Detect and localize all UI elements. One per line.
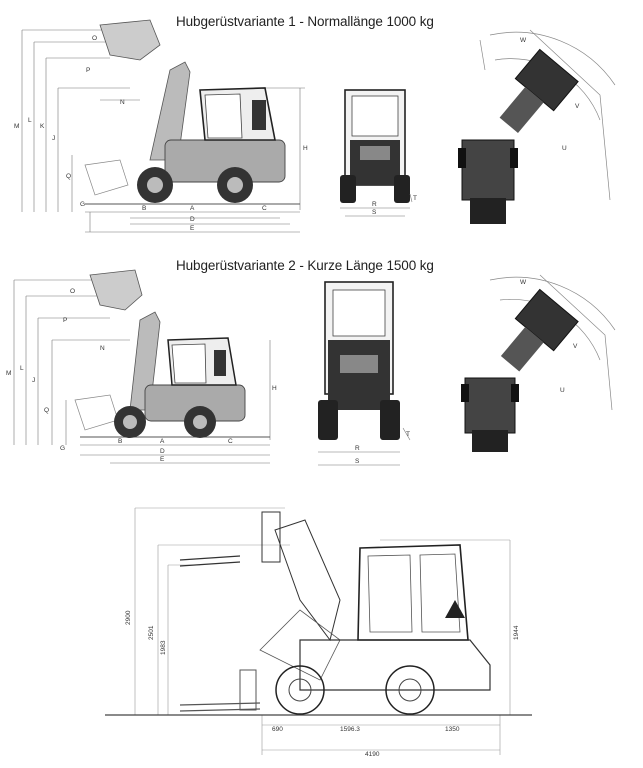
svg-text:R: R <box>372 201 377 208</box>
variant2-side-view: M L J Q P O N H G B A C D E <box>6 269 277 464</box>
svg-text:A: A <box>160 438 165 445</box>
bottom-height-dims: 2900 2501 1983 1944 <box>125 610 520 655</box>
svg-text:H: H <box>272 385 277 392</box>
svg-text:L: L <box>28 117 32 124</box>
svg-text:O: O <box>70 288 75 295</box>
dim-height-1983: 1983 <box>160 640 167 655</box>
svg-text:U: U <box>562 145 567 152</box>
dim-length-690: 690 <box>272 726 283 733</box>
svg-text:D: D <box>160 448 165 455</box>
svg-text:U: U <box>560 387 565 394</box>
svg-text:J: J <box>52 135 55 142</box>
svg-text:L: L <box>20 365 24 372</box>
dim-height-2900: 2900 <box>125 610 132 625</box>
svg-text:V: V <box>575 103 580 110</box>
dim-height-2501: 2501 <box>148 625 155 640</box>
variant2-front-view: R S T <box>318 281 411 466</box>
dim-height-1944: 1944 <box>513 625 520 640</box>
svg-text:S: S <box>355 458 360 465</box>
svg-text:E: E <box>160 456 165 463</box>
svg-text:S: S <box>372 209 377 216</box>
variant1-front-view: R S T <box>340 89 417 217</box>
svg-text:M: M <box>6 370 11 377</box>
svg-text:A: A <box>190 205 195 212</box>
dim-length-1350: 1350 <box>445 726 460 733</box>
svg-text:N: N <box>120 99 125 106</box>
svg-text:G: G <box>60 445 65 452</box>
variant2-top-view: W V U <box>461 274 616 452</box>
svg-text:N: N <box>100 345 105 352</box>
variant1-top-view: W V U <box>458 29 616 224</box>
svg-text:T: T <box>413 195 417 202</box>
svg-text:G: G <box>80 201 85 208</box>
svg-text:J: J <box>32 377 35 384</box>
svg-text:C: C <box>262 205 267 212</box>
svg-text:B: B <box>142 205 146 212</box>
heading-variant-2: Hubgerüstvariante 2 - Kurze Länge 1500 k… <box>176 258 434 273</box>
svg-text:D: D <box>190 216 195 223</box>
variant1-side-view: M L K J Q P O N H G B A C D E <box>14 19 308 233</box>
svg-text:B: B <box>118 438 122 445</box>
forklift-side-drawing: 2900 2501 1983 1944 690 1596.3 1350 4190 <box>105 507 532 758</box>
svg-text:P: P <box>63 317 67 324</box>
dim-length-1596: 1596.3 <box>340 726 360 733</box>
heading-variant-1: Hubgerüstvariante 1 - Normallänge 1000 k… <box>176 14 434 29</box>
svg-text:Q: Q <box>66 173 71 180</box>
svg-text:E: E <box>190 225 195 232</box>
dim-length-4190: 4190 <box>365 751 380 758</box>
svg-text:C: C <box>228 438 233 445</box>
svg-text:O: O <box>92 35 97 42</box>
svg-text:W: W <box>520 279 527 286</box>
bottom-length-dims: 690 1596.3 1350 4190 <box>272 726 460 758</box>
svg-text:W: W <box>520 37 527 44</box>
svg-text:R: R <box>355 445 360 452</box>
svg-text:M: M <box>14 123 19 130</box>
svg-text:P: P <box>86 67 90 74</box>
svg-text:K: K <box>40 123 45 130</box>
svg-text:H: H <box>303 145 308 152</box>
svg-text:Q: Q <box>44 407 49 414</box>
svg-text:T: T <box>406 431 410 438</box>
svg-text:V: V <box>573 343 578 350</box>
